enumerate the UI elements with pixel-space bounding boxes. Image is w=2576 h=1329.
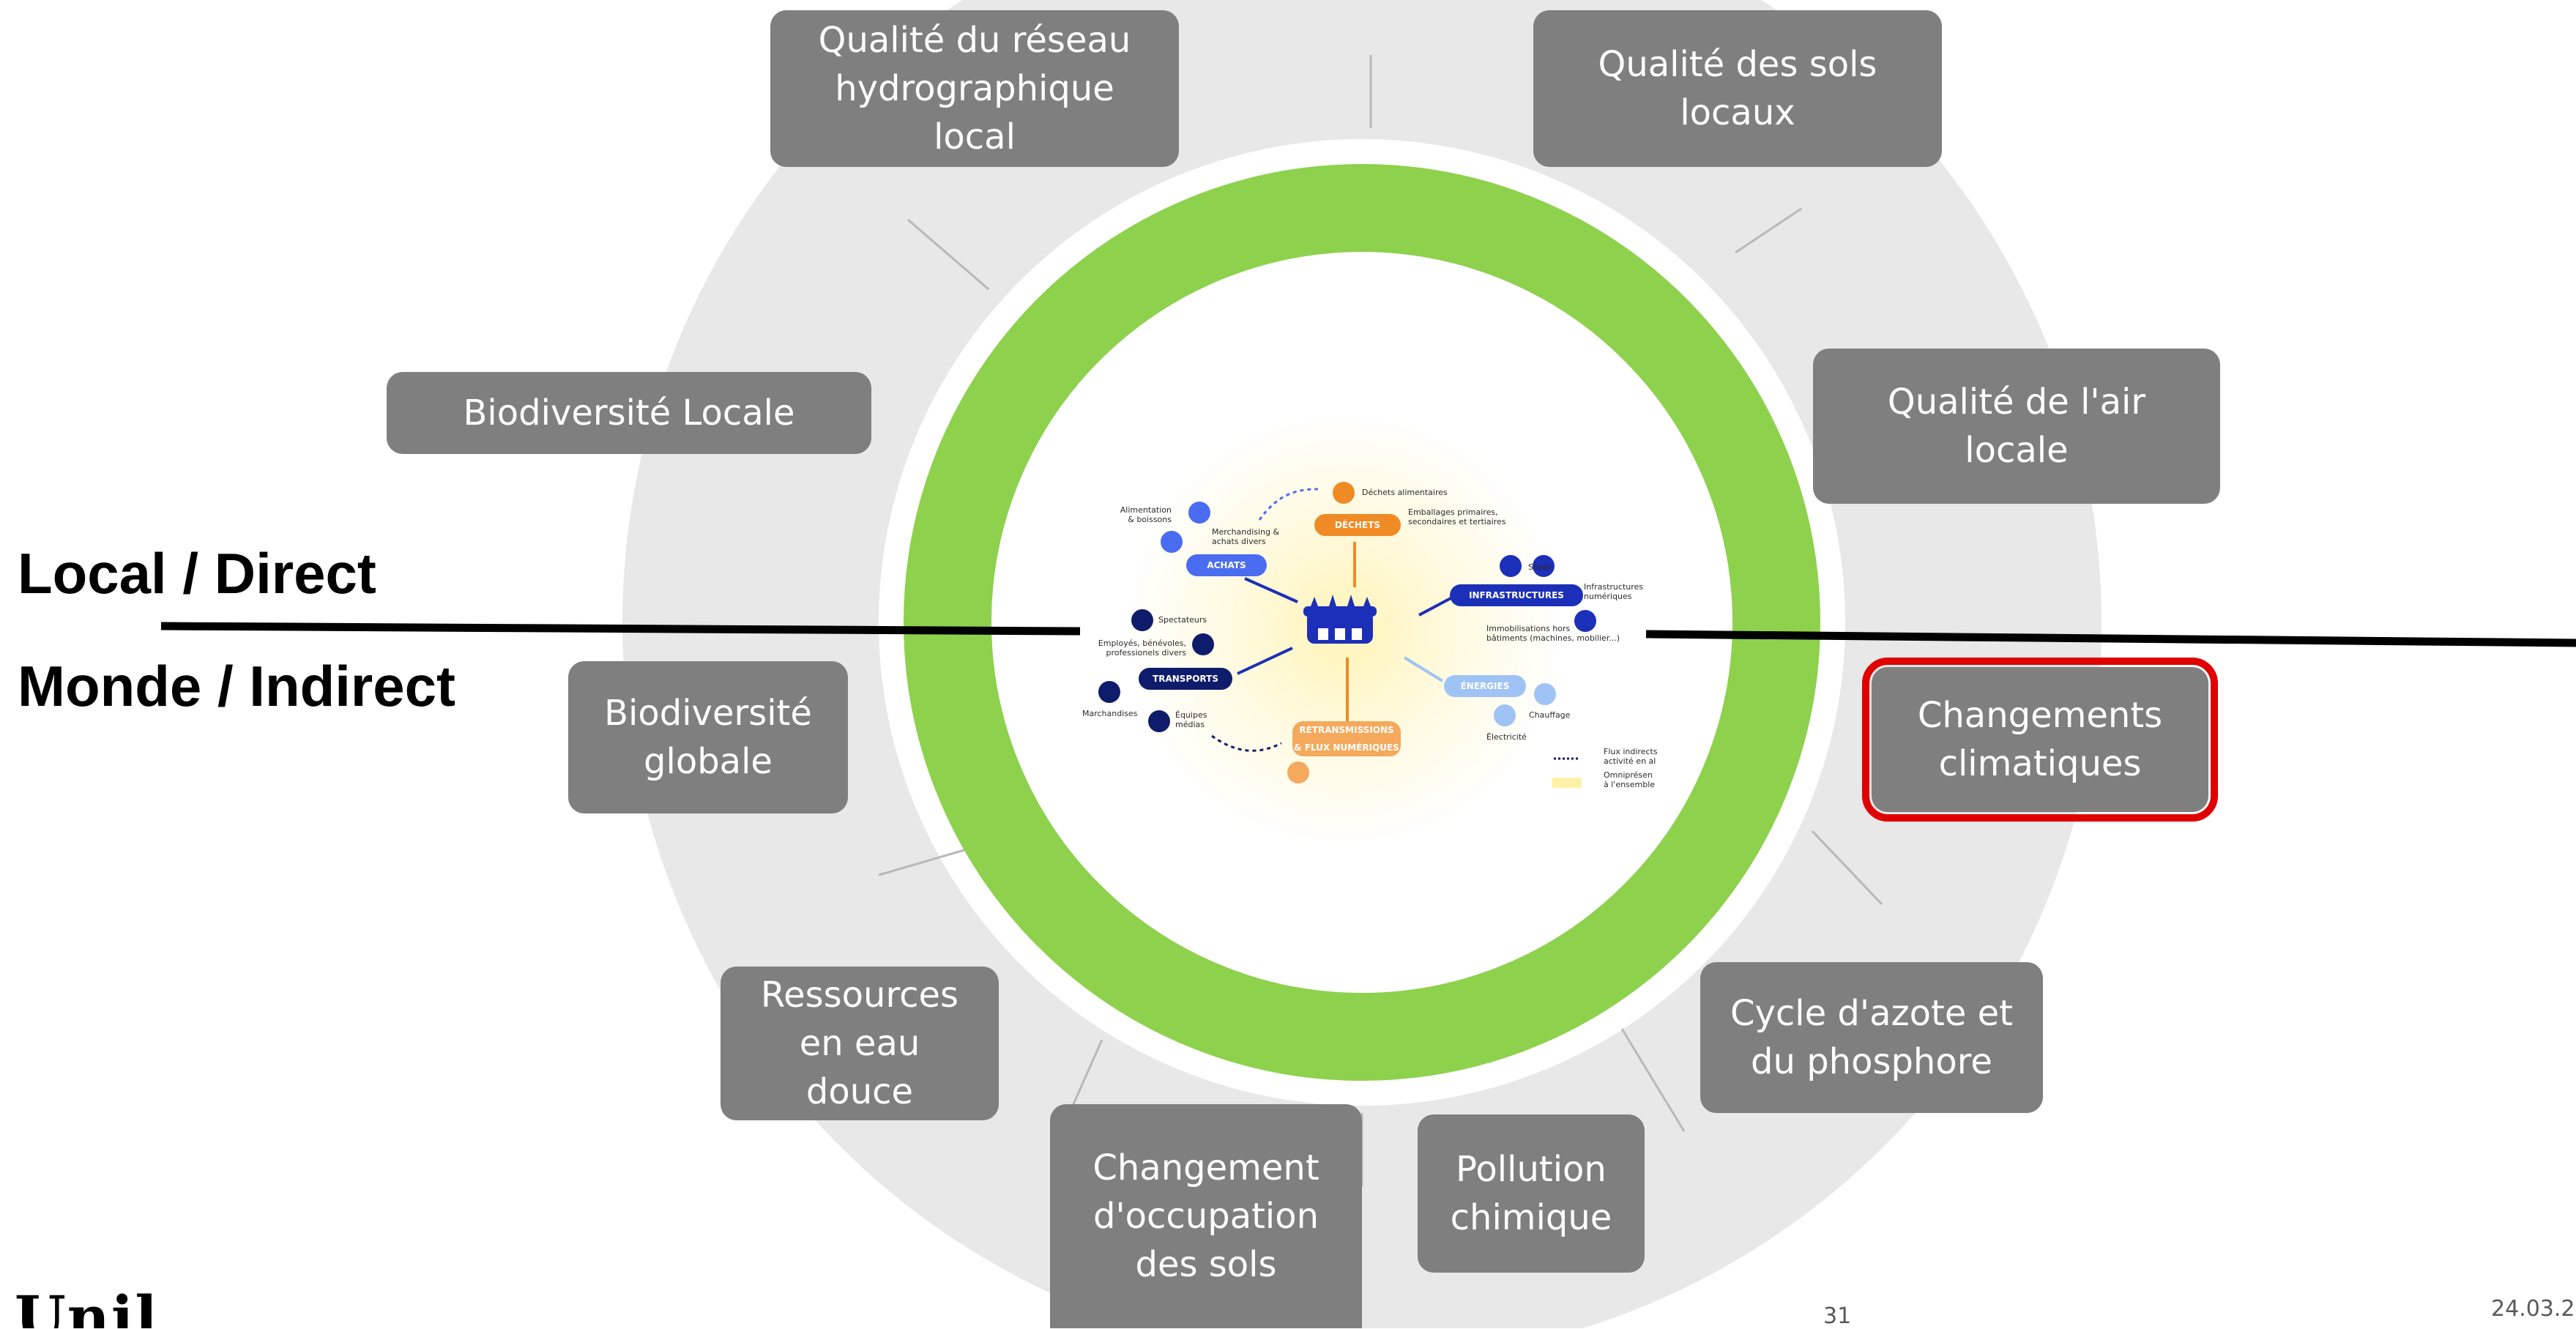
infographic-item-label: Stade bbox=[1528, 562, 1552, 572]
category-pill-label: TRANSPORTS bbox=[1153, 674, 1218, 684]
stadium-icon bbox=[1303, 595, 1377, 644]
boundary-label: Pollution chimique bbox=[1450, 1149, 1612, 1238]
boundary-box-qualite-sols[interactable]: Qualité des sols locaux bbox=[1533, 10, 1942, 167]
green-ring bbox=[904, 164, 1820, 1081]
category-pill-label: DÉCHETS bbox=[1335, 519, 1380, 530]
category-pill-label: ÉNERGIES bbox=[1461, 680, 1510, 691]
boundary-box-qualite-reseau-hydro[interactable]: Qualité du réseau hydrographique local bbox=[770, 10, 1179, 167]
boundary-box-pollution-chimique[interactable]: Pollution chimique bbox=[1418, 1114, 1645, 1273]
boundary-box-cycle-azote[interactable]: Cycle d'azote et du phosphore bbox=[1700, 962, 2043, 1113]
unil-logo: Unil bbox=[15, 1283, 159, 1328]
boundary-label: Changement d'occupation des sols bbox=[1092, 1147, 1319, 1285]
boundary-box-ressources-eau[interactable]: Ressources en eau douce bbox=[721, 967, 999, 1120]
boundary-box-biodiversite-globale[interactable]: Biodiversité globale bbox=[568, 661, 848, 814]
infographic-item-label: Merchandising &achats divers bbox=[1212, 527, 1280, 546]
category-pill bbox=[1450, 584, 1583, 606]
category-pill bbox=[1292, 721, 1401, 756]
boundary-label: Cycle d'azote et du phosphore bbox=[1730, 993, 2014, 1082]
category-pill-label: INFRASTRUCTURES bbox=[1469, 590, 1564, 600]
category-pill bbox=[1314, 514, 1401, 536]
axis-label-monde-indirect: Monde / Indirect bbox=[18, 654, 456, 718]
category-pill-label: RETRANSMISSIONS bbox=[1299, 725, 1393, 735]
category-pill-label: & FLUX NUMÉRIQUES bbox=[1294, 742, 1399, 753]
boundary-label: Biodiversité globale bbox=[604, 693, 812, 782]
category-pill bbox=[1139, 668, 1232, 690]
infographic-item-label: Déchets alimentaires bbox=[1362, 488, 1448, 497]
boundary-box-changements-climatiques[interactable]: Changements climatiques bbox=[1862, 658, 2218, 822]
infographic-item-label: Alimentation& boissons bbox=[1120, 505, 1172, 524]
boundary-box-qualite-air[interactable]: Qualité de l'air locale bbox=[1813, 349, 2220, 504]
infographic-item-label: Électricité bbox=[1486, 732, 1527, 742]
page-number: 31 bbox=[1823, 1303, 1852, 1329]
axis-label-local-direct: Local / Direct bbox=[18, 541, 376, 606]
category-icons bbox=[1098, 482, 1596, 783]
spokes bbox=[878, 55, 1883, 1186]
infographic-item-label: Employés, bénévoles,professionels divers bbox=[1098, 639, 1186, 658]
infographic-item-label: Marchandises bbox=[1082, 709, 1138, 718]
boundary-label: Biodiversité Locale bbox=[463, 392, 795, 433]
boundary-box-biodiversite-locale[interactable]: Biodiversité Locale bbox=[387, 372, 871, 454]
boundary-box-occupation-sols[interactable]: Changement d'occupation des sols bbox=[1050, 1104, 1362, 1328]
category-pill bbox=[1444, 675, 1526, 697]
infographic-item-label: Spectateurs bbox=[1158, 615, 1207, 625]
divider-left bbox=[160, 622, 1081, 636]
infographic-item-label: Emballages primaires,secondaires et tert… bbox=[1408, 507, 1506, 526]
boundary-label: Changements climatiques bbox=[1917, 695, 2163, 784]
scope-infographic: DÉCHETS ACHATS INFRASTRUCTURES TRANSPORTS ÉN… bbox=[1082, 482, 1658, 789]
boundary-label: Qualité de l'air locale bbox=[1887, 381, 2146, 471]
category-pill-label: ACHATS bbox=[1207, 560, 1246, 570]
boundary-label: Qualité du réseau hydrographique local bbox=[818, 20, 1131, 157]
category-pill bbox=[1186, 554, 1267, 576]
boundary-label: Qualité des sols locaux bbox=[1598, 44, 1877, 133]
boundary-label: Ressources en eau douce bbox=[760, 975, 959, 1112]
infographic-item-label: Chauffage bbox=[1529, 710, 1571, 720]
divider-right bbox=[1645, 630, 2576, 647]
slide-date: 24.03.2 bbox=[2491, 1296, 2575, 1322]
